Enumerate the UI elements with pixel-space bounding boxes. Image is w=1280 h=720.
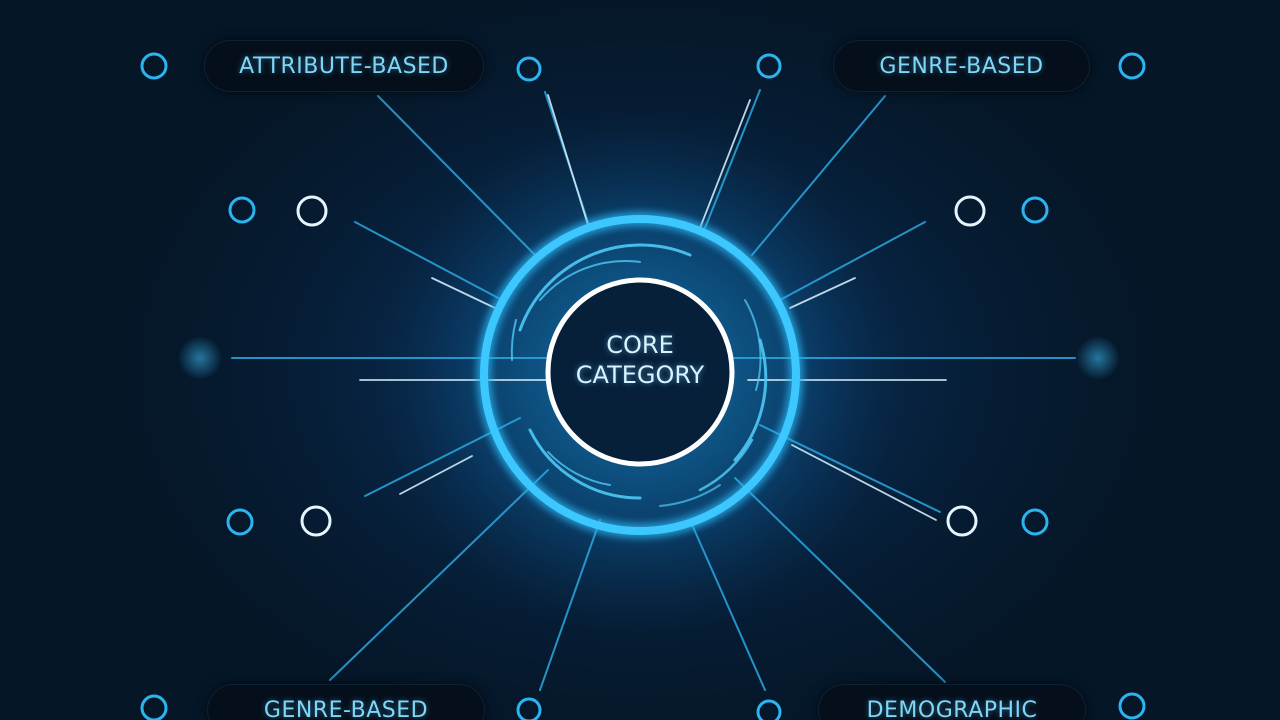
- label-bottom-right-text: DEMOGRAPHIC: [866, 697, 1038, 720]
- label-bottom-left: GENRE-BASED: [207, 684, 485, 720]
- inner-arc: [510, 319, 517, 361]
- accent-line: [699, 99, 751, 229]
- connector-line: [329, 469, 549, 681]
- glow-dot-left: [178, 336, 222, 380]
- inner-arcs: [510, 243, 768, 507]
- connector-line: [689, 519, 766, 691]
- accent-line: [431, 277, 496, 309]
- accent-lines: [359, 94, 947, 521]
- white-nodes: [296, 195, 986, 537]
- connector-line: [377, 95, 536, 256]
- core-category-label: CORE CATEGORY: [555, 330, 725, 390]
- connector-line: [354, 221, 503, 301]
- node-ring: [228, 196, 256, 224]
- label-top-left: ATTRIBUTE-BASED: [204, 40, 484, 92]
- inner-arc: [698, 438, 754, 492]
- connector-line: [539, 519, 601, 691]
- node-ring: [946, 505, 978, 537]
- glow-dot-right: [1076, 336, 1120, 380]
- node-ring: [516, 56, 542, 82]
- core-label-line2: CATEGORY: [575, 361, 705, 389]
- node-ring: [516, 697, 542, 720]
- inner-arc: [547, 451, 611, 486]
- inner-arc: [744, 299, 762, 391]
- node-ring: [1118, 52, 1146, 80]
- inner-arc: [539, 260, 641, 301]
- node-ring: [140, 694, 168, 720]
- accent-line: [789, 277, 856, 309]
- connector-lines: [231, 89, 1076, 691]
- accent-line: [547, 94, 589, 226]
- core-label-line1: CORE: [606, 331, 674, 359]
- connector-line: [704, 89, 761, 229]
- node-ring: [226, 508, 254, 536]
- connector-line: [734, 477, 946, 683]
- connector-line: [779, 221, 926, 301]
- inner-arc: [733, 338, 768, 462]
- label-bottom-left-text: GENRE-BASED: [263, 697, 429, 720]
- node-ring: [756, 53, 782, 79]
- node-ring: [1118, 692, 1146, 720]
- accent-line: [399, 455, 473, 495]
- label-top-left-text: ATTRIBUTE-BASED: [239, 53, 449, 79]
- core-circle-fill: [548, 280, 732, 464]
- connector-line: [759, 424, 941, 513]
- blue-nodes: [140, 52, 1146, 720]
- node-ring: [1021, 508, 1049, 536]
- node-ring: [140, 52, 168, 80]
- inner-arc: [528, 428, 642, 500]
- connector-line: [751, 95, 886, 256]
- label-top-right: GENRE-BASED: [833, 40, 1090, 92]
- node-ring: [1021, 196, 1049, 224]
- inner-arc: [659, 484, 721, 507]
- node-ring: [756, 699, 782, 720]
- inner-arc: [518, 243, 692, 332]
- node-ring: [300, 505, 332, 537]
- label-top-right-text: GENRE-BASED: [879, 53, 1044, 79]
- core-circle-border: [545, 277, 735, 467]
- node-ring: [296, 195, 328, 227]
- label-bottom-right: DEMOGRAPHIC: [818, 684, 1086, 720]
- accent-line: [791, 444, 937, 521]
- outer-ring: [480, 215, 800, 535]
- node-ring: [954, 195, 986, 227]
